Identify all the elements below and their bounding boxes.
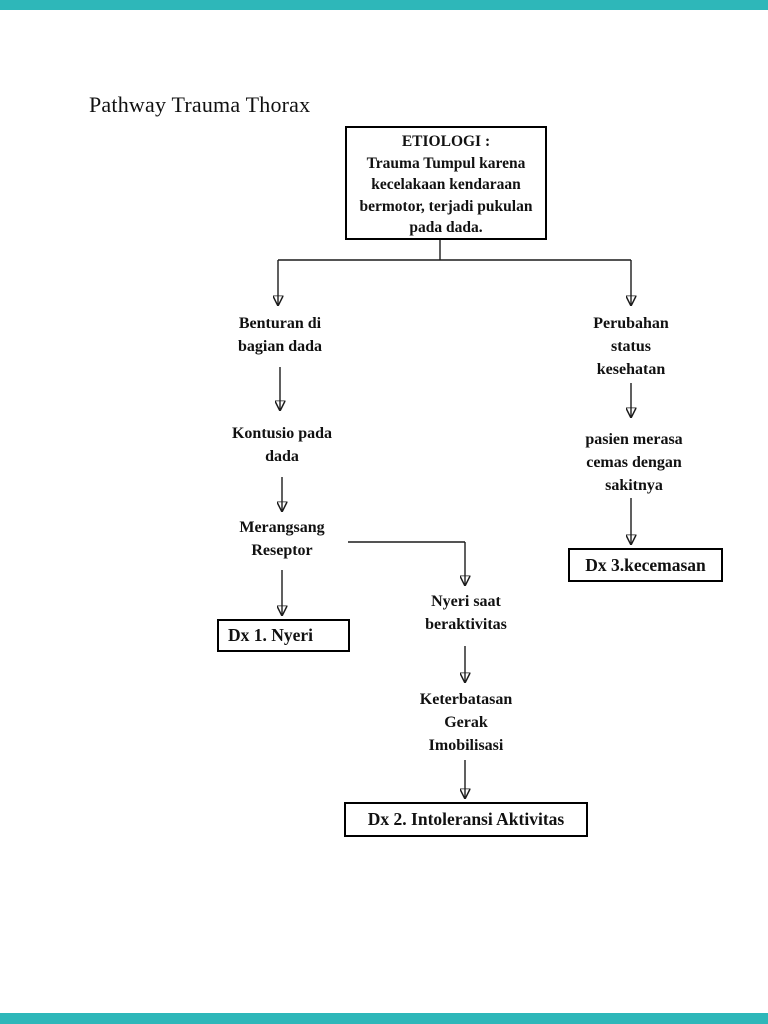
node-dx2-intoleransi-aktivitas: Dx 2. Intoleransi Aktivitas bbox=[344, 802, 588, 837]
node-merangsang-reseptor: Merangsang Reseptor bbox=[239, 519, 325, 559]
node-etiologi: ETIOLOGI : Trauma Tumpul karena kecelaka… bbox=[345, 126, 547, 240]
node-benturan-dada: Benturan di bagian dada bbox=[237, 315, 323, 355]
node-perubahan-status: Perubahan status kesehatan bbox=[593, 315, 669, 378]
top-accent-bar bbox=[0, 0, 768, 10]
node-dx3-kecemasan: Dx 3.kecemasan bbox=[568, 548, 723, 582]
node-nyeri-saat-beraktivitas: Nyeri saat beraktivitas bbox=[425, 593, 507, 633]
bottom-accent-bar bbox=[0, 1013, 768, 1024]
node-dx1-nyeri: Dx 1. Nyeri bbox=[217, 619, 350, 652]
node-pasien-cemas: pasien merasa cemas dengan sakitnya bbox=[585, 431, 683, 494]
node-keterbatasan-gerak: Keterbatasan Gerak Imobilisasi bbox=[419, 691, 513, 754]
page-title: Pathway Trauma Thorax bbox=[89, 92, 311, 117]
node-kontusio-dada: Kontusio pada dada bbox=[231, 425, 333, 465]
